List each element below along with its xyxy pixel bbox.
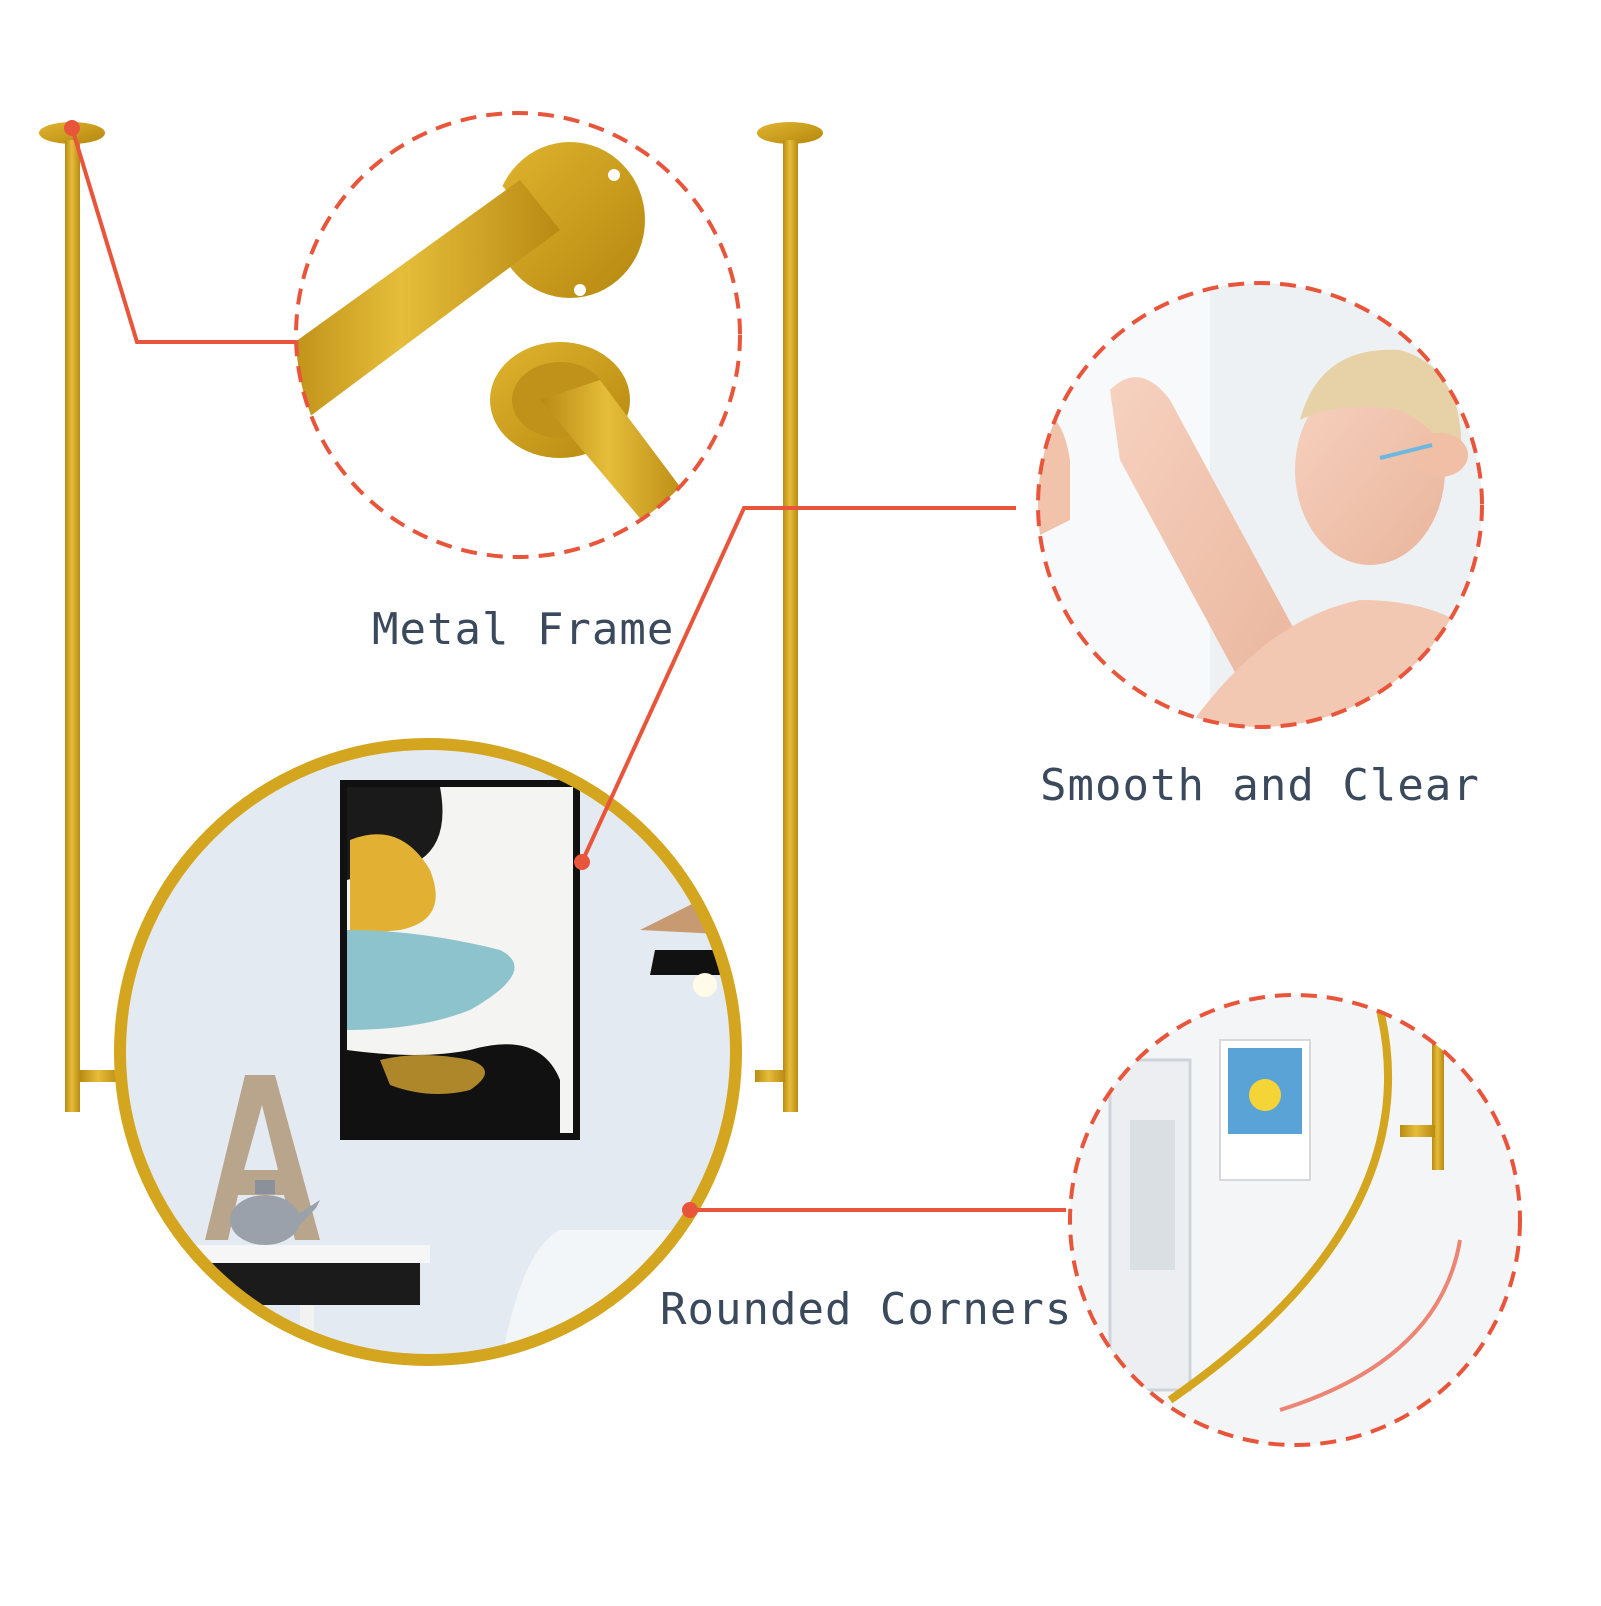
mirror-gold-frame <box>114 738 742 1366</box>
teapot-decor <box>230 1180 320 1245</box>
desk-top <box>125 1245 430 1263</box>
smooth-clear-label: Smooth and Clear <box>1040 760 1480 811</box>
metal-rod-bracket-icon <box>294 111 742 559</box>
left-hanging-rod <box>39 122 120 1112</box>
callout-connectors <box>70 127 1066 1212</box>
callout-dot-edge <box>682 1202 698 1218</box>
woman-mirror-photo <box>1036 281 1484 729</box>
abstract-painting <box>340 780 580 1140</box>
callout-dot-glass <box>574 854 590 870</box>
desk-drawer <box>160 1263 420 1305</box>
letter-a-decor <box>205 1075 320 1240</box>
metal-frame-label: Metal Frame <box>372 604 675 655</box>
door-room-photo <box>1068 993 1522 1447</box>
round-mirror <box>114 738 742 1366</box>
right-hanging-rod <box>755 122 823 1112</box>
callout-dot-rod <box>64 120 80 136</box>
rounded-corners-label: Rounded Corners <box>660 1284 1073 1335</box>
